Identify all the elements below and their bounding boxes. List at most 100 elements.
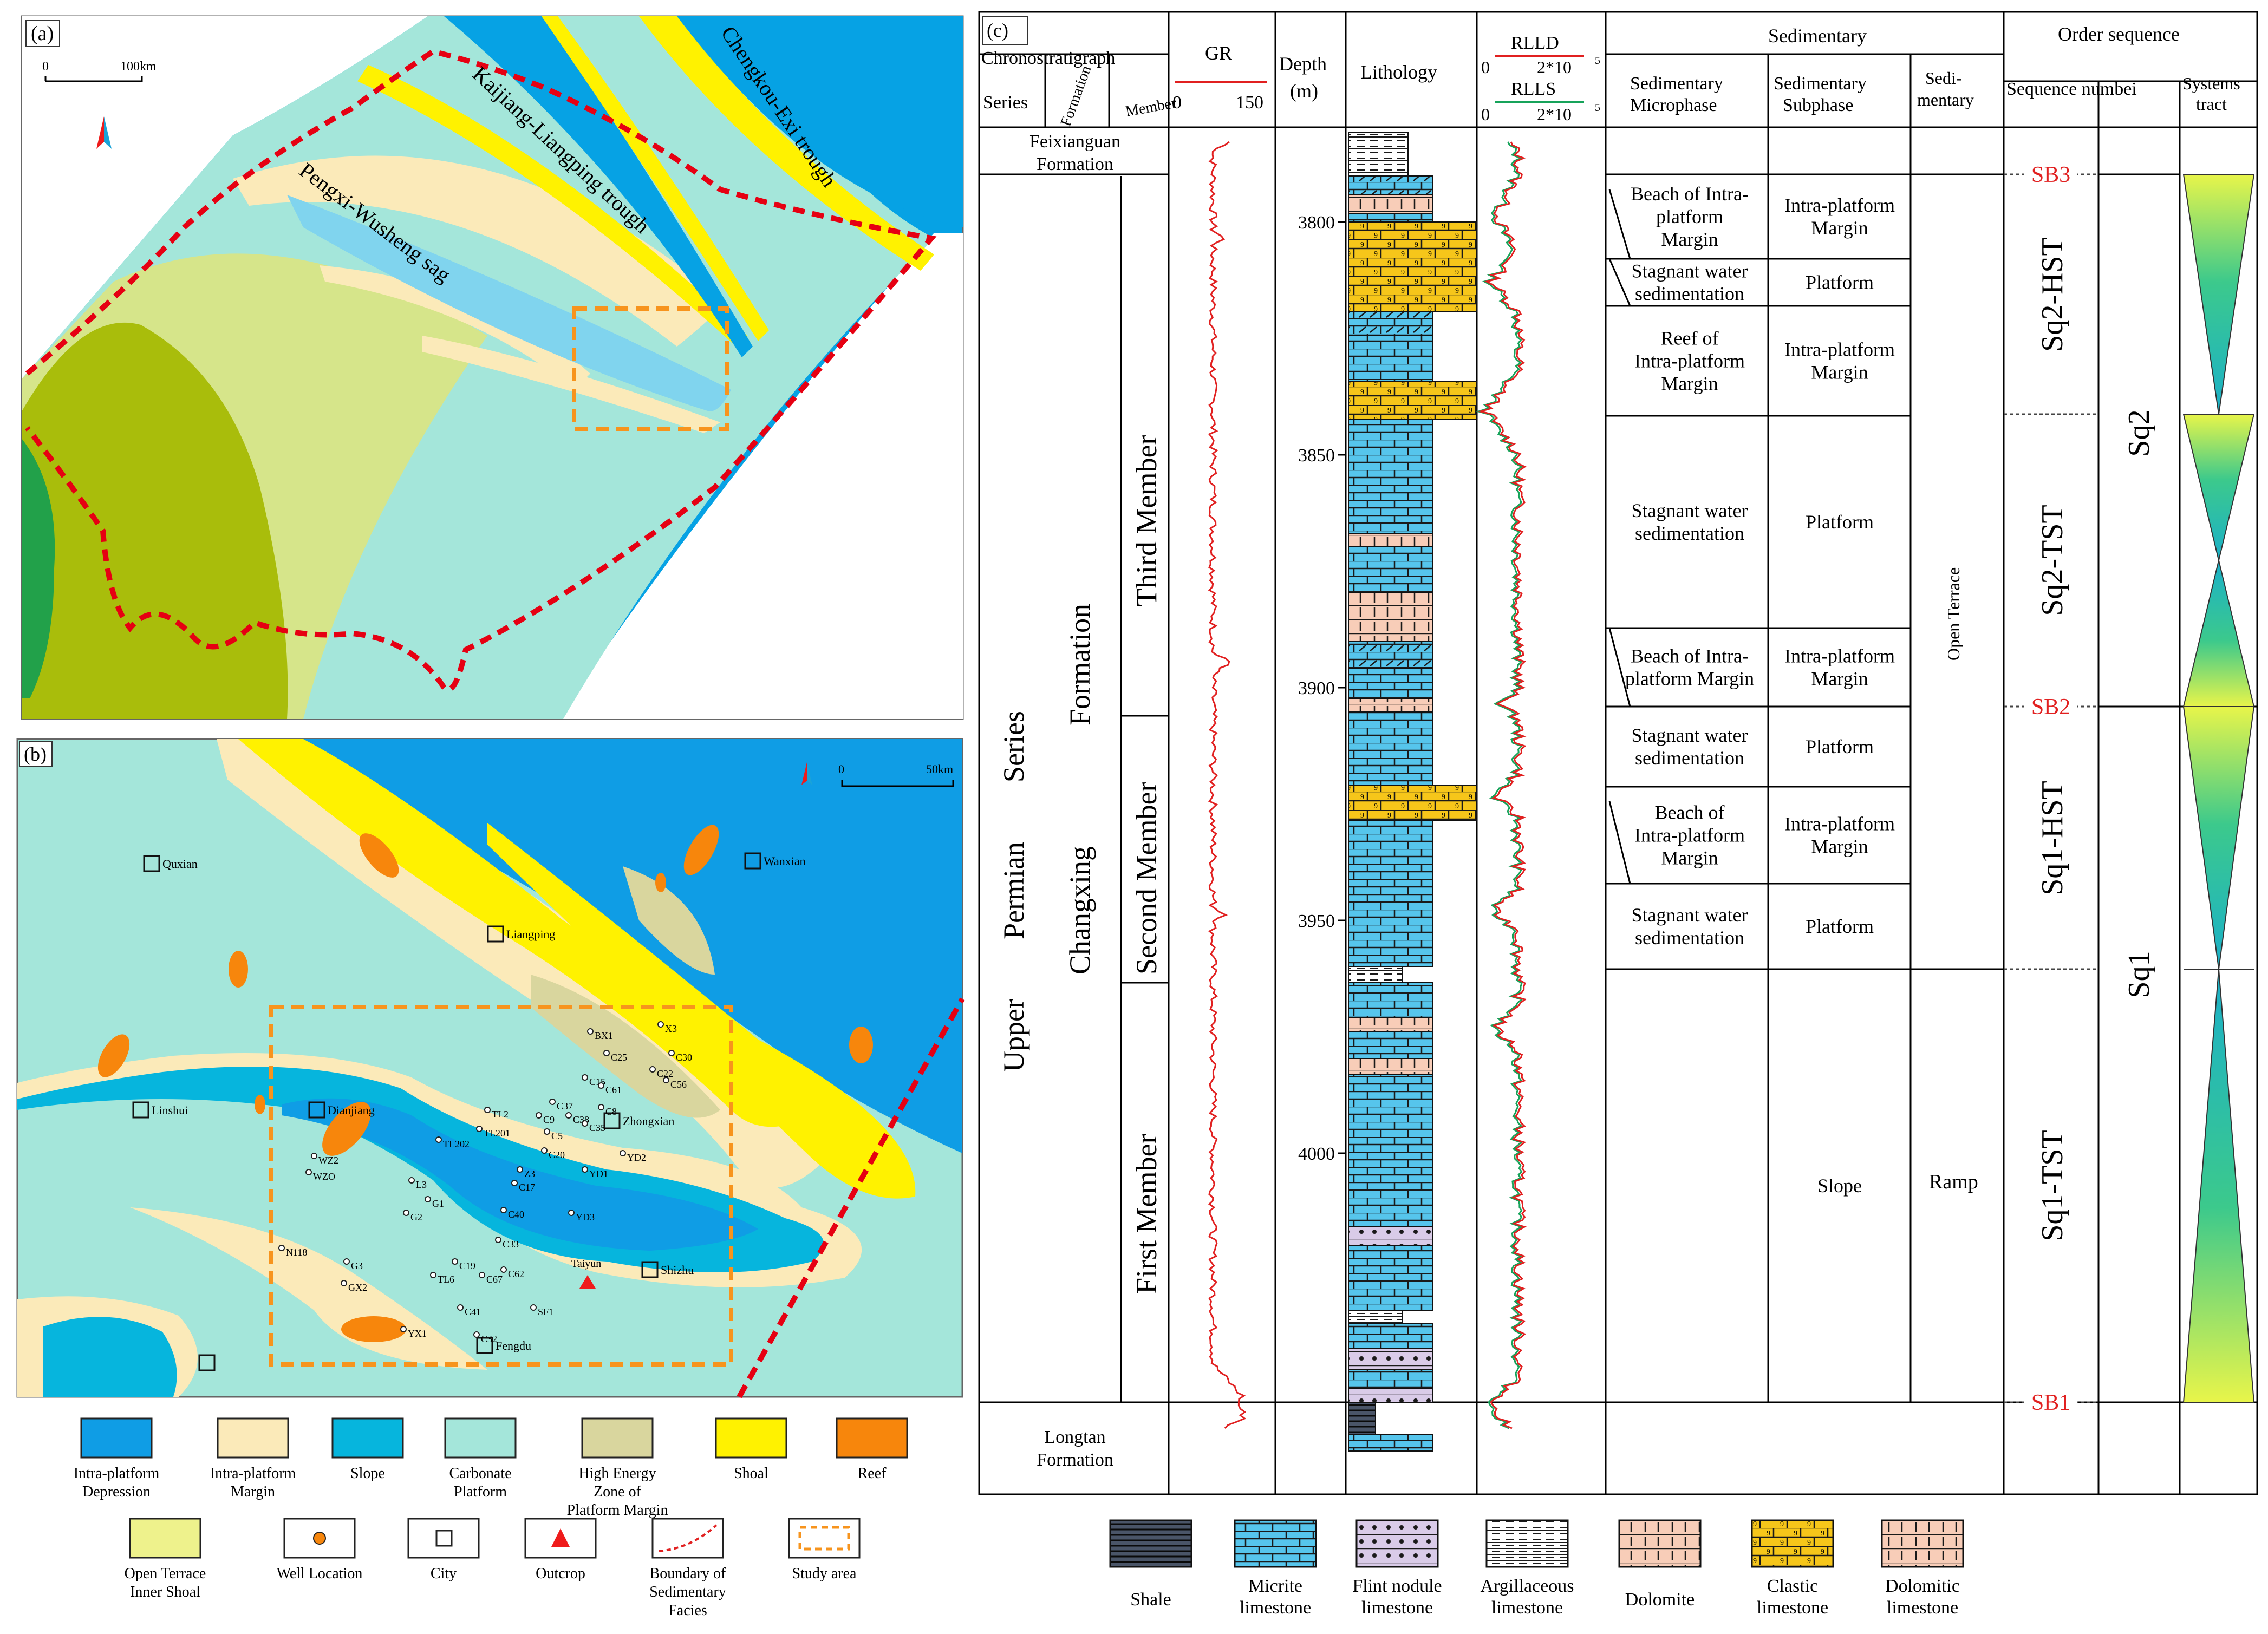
lithology-legend-line: limestone [1361, 1598, 1433, 1618]
lithology-legend-label: Shale [1130, 1590, 1171, 1610]
subphase-line: Margin [1811, 668, 1868, 690]
legend-label-line: High Energy [578, 1465, 656, 1482]
subphase-label: Platform [1806, 511, 1874, 533]
rlls-max: 2*10 [1537, 104, 1572, 124]
well-marker [663, 1077, 669, 1083]
microphase-line: Beach of Intra- [1631, 183, 1749, 205]
gr-min: 0 [1172, 93, 1182, 113]
series-text: UpperPermianSeries [998, 711, 1030, 1072]
header-depth-unit: (m) [1290, 80, 1318, 102]
well-marker [278, 1245, 285, 1251]
panel-b-scale-label: 50km [926, 762, 953, 776]
series-upper: Upper [998, 999, 1030, 1072]
lithology-layer [1348, 1245, 1433, 1311]
lithology-layer [1348, 711, 1433, 786]
legend-label-line: Facies [668, 1602, 707, 1619]
legend-label: Study area [792, 1565, 857, 1582]
systems-tract-label: Sq2-TST [2036, 505, 2069, 616]
well-label: C37 [557, 1101, 573, 1112]
legend-label: Well Location [277, 1565, 363, 1582]
legend-label-line: Margin [231, 1483, 275, 1500]
well-marker [343, 1258, 350, 1265]
lithology-layer [1348, 1323, 1433, 1349]
lithology-layer [1348, 1348, 1433, 1370]
well-marker [495, 1237, 501, 1243]
well-label: C9 [543, 1114, 555, 1125]
depth-tick-label: 4000 [1298, 1144, 1335, 1164]
well-marker [511, 1180, 518, 1186]
well-label: C62 [508, 1269, 524, 1279]
microphase-line: Stagnant water [1632, 904, 1748, 926]
panel-b-label: (b) [24, 743, 47, 765]
lithology-layer [1348, 311, 1433, 336]
longtan-line1: Longtan [1044, 1427, 1105, 1447]
legend-label-line: Slope [350, 1465, 385, 1482]
systems-tract-label: Sq1-HST [2036, 781, 2069, 896]
well-label: C67 [486, 1274, 503, 1285]
subphase-line: Intra-platform [1784, 813, 1895, 835]
well-marker [598, 1082, 604, 1089]
lithology-layer [1348, 132, 1409, 177]
subphase-line: Intra-platform [1784, 339, 1895, 361]
systems-tract-label: Sq2-HST [2036, 237, 2069, 352]
header-subphase-line1: Sedimentary [1774, 74, 1867, 94]
lithology-layer [1348, 1074, 1433, 1227]
well-label: TL201 [484, 1128, 510, 1139]
rlld-curve [1477, 141, 1527, 1429]
legend-label-line: Zone of [594, 1483, 642, 1500]
lithology-legend-line: limestone [1757, 1598, 1828, 1618]
header-gr: GR [1205, 42, 1232, 64]
boundary-label-bg [2024, 161, 2077, 187]
well-label: C33 [503, 1239, 519, 1250]
header-depth: Depth [1279, 53, 1327, 75]
lithology-layer [1348, 1388, 1433, 1403]
microphase-line: Margin [1661, 847, 1718, 869]
well-marker [476, 1126, 483, 1132]
lithology-legend-item: Dolomite [1618, 1519, 1702, 1610]
legend-label-line: City [431, 1565, 457, 1582]
well-label: WZ2 [318, 1155, 338, 1166]
well-marker [549, 1099, 556, 1105]
gr-curve [1208, 141, 1247, 1429]
lithology-layer [1348, 1031, 1433, 1059]
microphase-line: Reef of [1661, 328, 1719, 349]
north-arrow-icon [801, 762, 812, 785]
well-marker [341, 1280, 347, 1286]
legend-item: Study area [788, 1518, 861, 1582]
microphase-line: Beach of Intra- [1631, 645, 1749, 667]
member-second: Second Member [1130, 782, 1163, 975]
microphase-label: Beach of Intra-platform Margin [1625, 645, 1754, 690]
well-label: YD1 [589, 1168, 608, 1179]
lithology-legend-line: Micrite [1248, 1576, 1302, 1596]
city-marker [744, 852, 761, 870]
well-marker [403, 1210, 409, 1216]
city-label: Quxian [162, 857, 198, 871]
lithology-legend-line: Dolomitic [1885, 1576, 1960, 1596]
microphase-line: Intra-platform [1634, 825, 1745, 846]
city-marker [308, 1101, 325, 1119]
header-systems-tract-line1: Systems [2182, 74, 2240, 93]
well-label: YD3 [576, 1212, 595, 1223]
tract-triangle [2182, 969, 2255, 1403]
lithology-layer [1348, 1434, 1433, 1452]
subphase-label: Slope [1817, 1175, 1862, 1197]
transition-line [1608, 258, 1768, 307]
lithology-legend-line: limestone [1887, 1598, 1958, 1618]
legend-label-line: Carbonate [449, 1465, 511, 1482]
lithology-legend-line: Argillaceous [1480, 1576, 1574, 1596]
